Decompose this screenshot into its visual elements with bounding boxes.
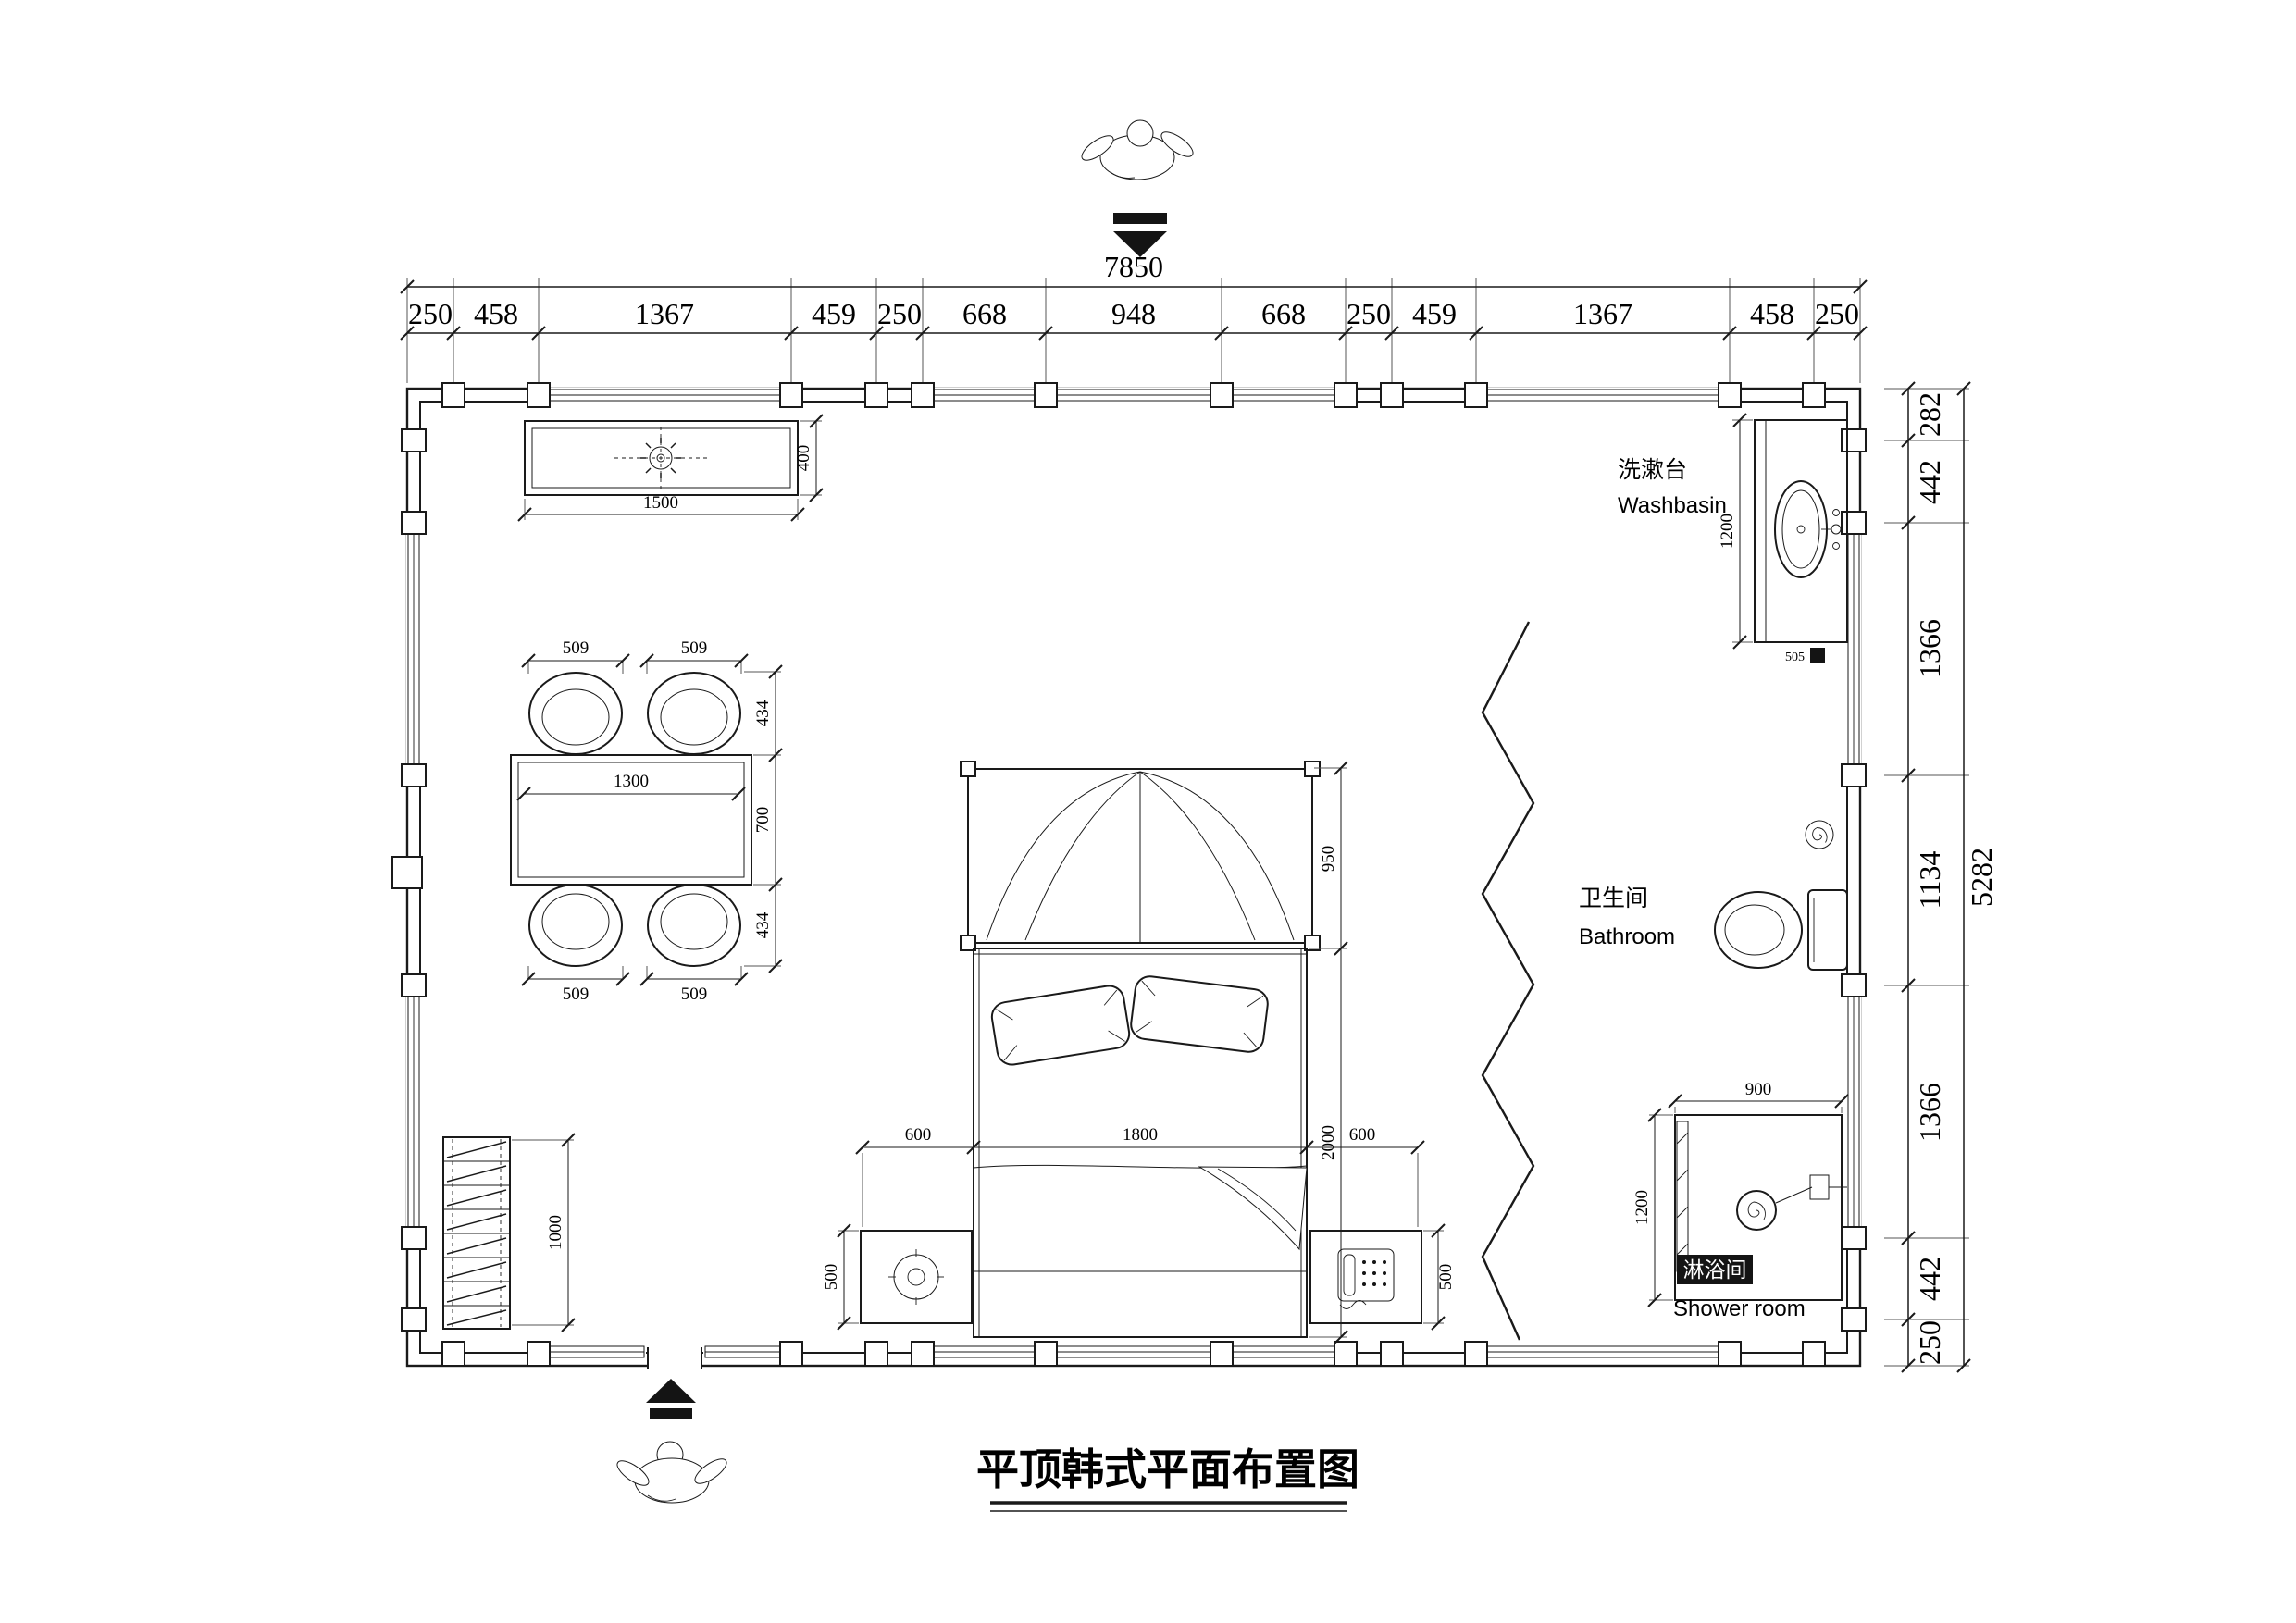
room-label-washbasin-zh: 洗漱台 [1618,457,1687,483]
dim-right-6: 250 [1913,1320,1946,1365]
shower-enclosure [1674,1114,1843,1301]
nightstand-left [860,1230,973,1324]
dim-light-width: 400 [794,445,813,472]
dim-canopy-depth: 950 [1319,846,1338,873]
dim-top-8: 250 [1347,297,1391,330]
bed-group: 600 1800 600 950 2000 500 500 [822,761,1456,1344]
dim-top-7: 668 [1261,297,1306,330]
washbasin-counter [1754,419,1848,643]
dim-light-length: 1500 [643,493,678,513]
dim-top-2: 1367 [635,297,694,330]
dim-top-10: 1367 [1573,297,1632,330]
dim-chair-0: 509 [563,638,590,658]
right-wall-openings [1846,524,1861,1237]
room-label-bathroom-zh: 卫生间 [1579,886,1648,911]
dim-table-width: 1300 [614,772,649,791]
dim-basin-depth: 1200 [1718,514,1737,549]
dim-bed-width: 1800 [1123,1125,1158,1145]
entrance-bottom [616,1379,727,1504]
dim-basin-drain: 505 [1785,650,1805,664]
dim-top-9: 459 [1412,297,1457,330]
toilet [1714,889,1848,971]
dim-chair-depth-bottom: 434 [753,911,773,938]
pillow-right [1130,975,1269,1053]
dim-top-12: 250 [1815,297,1859,330]
dim-shower-depth: 1200 [1632,1190,1652,1225]
dim-right-1: 442 [1913,460,1946,504]
dim-top-3: 459 [812,297,856,330]
dim-bed-length: 2000 [1319,1125,1338,1160]
dim-chair-depth-top: 434 [753,700,773,726]
floor-drain-icon [1805,820,1834,849]
washbasin-area: 505 1200 洗漱台 Washbasin [1618,413,1848,664]
room-label-shower-en: Shower room [1673,1296,1806,1321]
dim-table-depth: 700 [753,807,773,834]
shower-area: 900 1200 淋浴间 Shower room [1632,1080,1849,1321]
left-wall-openings [406,524,421,1237]
dim-right-0: 282 [1913,392,1946,437]
drawing-title: 平顶韩式平面布置图 [976,1445,1359,1493]
dining-set: 1300 509 509 509 509 434 700 434 [510,638,783,1004]
dim-right-2: 1366 [1913,619,1946,678]
dim-top-6: 948 [1111,297,1156,330]
bottom-door-gap [648,1349,701,1369]
top-dimension-chain: 7850 250 458 1367 459 250 668 948 668 25… [400,250,1868,383]
dim-right-total: 5282 [1965,848,1998,907]
dim-nightstand-left-w: 600 [905,1125,932,1145]
dim-chair-3: 509 [681,985,708,1004]
dim-shower-width: 900 [1745,1080,1772,1099]
drawing-title-block: 平顶韩式平面布置图 [976,1445,1359,1512]
dim-top-0: 250 [408,297,453,330]
room-label-bathroom-en: Bathroom [1579,924,1675,949]
bathroom-area: 卫生间 Bathroom [1579,820,1848,971]
drain-square [1810,648,1825,663]
dim-nightstand-right-d: 500 [1436,1264,1456,1291]
telephone-icon [1337,1248,1395,1309]
dim-top-total: 7850 [1104,250,1163,283]
room-label-washbasin-en: Washbasin [1618,493,1727,518]
dim-chair-2: 509 [563,985,590,1004]
shower-label-highlight [1677,1255,1753,1284]
dim-right-5: 442 [1913,1257,1946,1301]
dim-top-1: 458 [474,297,518,330]
bottom-wall-openings [540,1344,1728,1369]
left-wall-column [391,856,423,889]
dim-chair-1: 509 [681,638,708,658]
entrance-arrow-top [1113,213,1167,224]
shoe-hatch [446,1141,507,1326]
entrance-arrow-bottom [646,1379,696,1403]
person-top-icon [1081,119,1194,180]
blanket-fold [1198,1166,1308,1251]
nightstand-right [1309,1230,1422,1324]
dim-right-3: 1134 [1913,851,1946,910]
room-label-shower-zh: 淋浴间 [1683,1258,1747,1282]
pillow-left [990,985,1131,1066]
faucet-icon [1821,509,1842,550]
dim-nightstand-left-d: 500 [822,1264,841,1291]
ceiling-light: 1500 400 [517,414,824,522]
light-rays [640,438,681,478]
entrance-top [1081,119,1194,257]
right-dimension-chain: 5282 282 442 1366 1134 1366 442 250 [1884,381,1998,1373]
dim-top-11: 458 [1750,297,1794,330]
bed [973,948,1308,1338]
top-wall-openings [540,388,1728,403]
dim-shoe-rack: 1000 [546,1215,565,1250]
shower-head-icon [1736,1174,1847,1231]
dim-top-5: 668 [962,297,1007,330]
person-bottom-icon [616,1441,727,1504]
dim-top-4: 250 [877,297,922,330]
dim-nightstand-right-w: 600 [1349,1125,1376,1145]
walls [391,382,1867,1369]
dim-right-4: 1366 [1913,1083,1946,1142]
shoe-rack: 1000 [442,1133,576,1332]
folding-partition [1481,621,1535,1341]
wall-posts [391,382,1867,1367]
